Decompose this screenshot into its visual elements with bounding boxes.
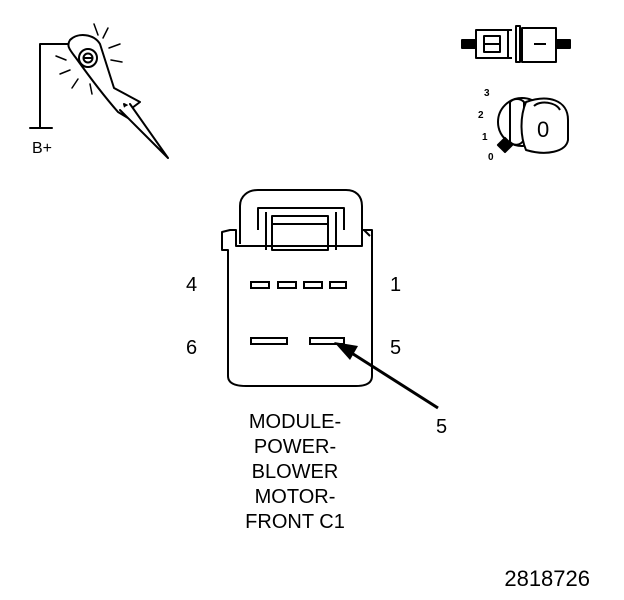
cavity-5 (309, 337, 345, 345)
figure-number: 2818726 (504, 566, 590, 591)
ignition-key-icon (496, 97, 569, 154)
cavity-3 (277, 281, 297, 289)
b-plus-label: B+ (32, 140, 53, 157)
pin-label-6: 6 (186, 337, 198, 359)
key-position-1: 1 (482, 132, 488, 143)
connector-mating-icon (461, 25, 571, 63)
pin-label-4: 4 (186, 274, 198, 296)
pin-cavities (250, 281, 347, 345)
connector-name-line: FRONT C1 (245, 511, 345, 533)
connector-name-line: BLOWER (251, 461, 339, 483)
connector-name-line: MOTOR- (254, 486, 336, 508)
key-marking: 0 (537, 117, 550, 142)
cavity-1 (329, 281, 347, 289)
callout-arrow (334, 342, 439, 410)
pin-label-5: 5 (390, 337, 402, 359)
connector-name-line: POWER- (253, 436, 337, 458)
cavity-6 (250, 337, 288, 345)
cavity-2 (303, 281, 323, 289)
connector-face (221, 189, 373, 387)
pin-label-1: 1 (390, 274, 402, 296)
test-light-probe-icon (29, 23, 169, 159)
connector-name-line: MODULE- (248, 411, 342, 433)
key-position-0: 0 (488, 152, 494, 163)
connector-name: MODULE- POWER- BLOWER MOTOR- FRONT C1 (205, 410, 385, 535)
key-position-2: 2 (478, 110, 484, 121)
key-position-3: 3 (484, 88, 490, 99)
cavity-4 (250, 281, 270, 289)
callout-number: 5 (436, 416, 448, 438)
